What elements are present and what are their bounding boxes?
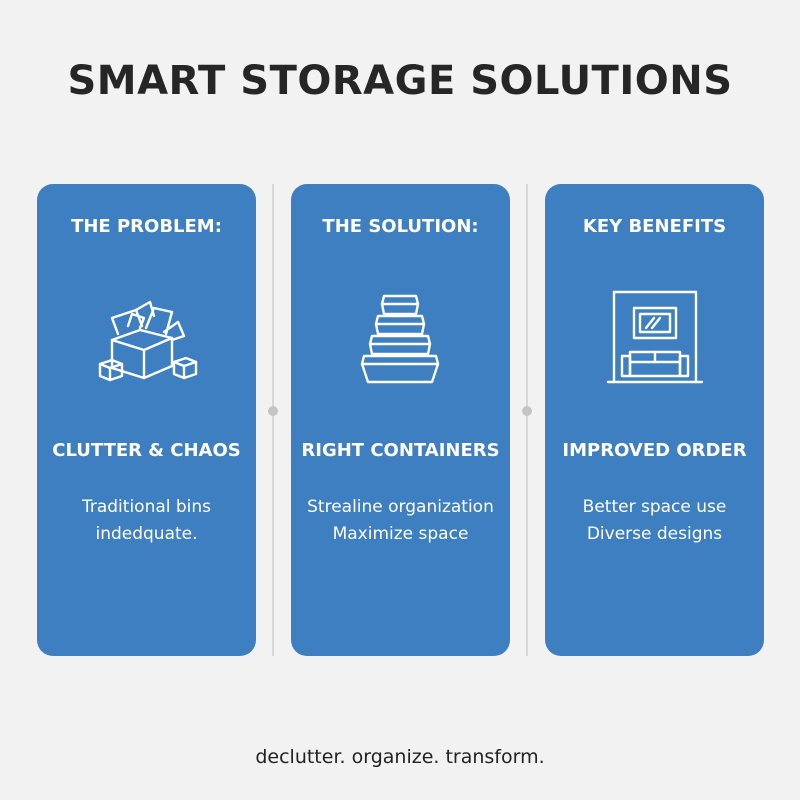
cluttered-boxes-icon bbox=[92, 282, 202, 392]
card-description: Traditional bins indedquate. bbox=[37, 494, 256, 548]
card-description-line: indedquate. bbox=[95, 524, 198, 544]
card-heading: THE SOLUTION: bbox=[322, 216, 479, 237]
card-subheading: IMPROVED ORDER bbox=[562, 440, 747, 461]
organized-room-icon bbox=[600, 282, 710, 392]
benefits-card: KEY BENEFITS IMPROVED ORDER Better space… bbox=[545, 184, 764, 656]
card-description-line: Maximize space bbox=[332, 524, 469, 544]
card-description-line: Strealine organization bbox=[307, 497, 494, 517]
card-description-line: Traditional bins bbox=[81, 497, 212, 517]
divider-dot bbox=[522, 406, 532, 416]
card-description-line: Diverse designs bbox=[586, 524, 723, 544]
page-title: SMART STORAGE SOLUTIONS bbox=[67, 58, 733, 104]
problem-card: THE PROBLEM: CLUTTER & CHAOS Traditional… bbox=[37, 184, 256, 656]
card-subheading: RIGHT CONTAINERS bbox=[301, 440, 500, 461]
card-description: Strealine organization Maximize space bbox=[291, 494, 510, 548]
card-heading: THE PROBLEM: bbox=[71, 216, 222, 237]
card-description: Better space use Diverse designs bbox=[545, 494, 764, 548]
card-heading: KEY BENEFITS bbox=[582, 216, 727, 237]
card-description-line: Better space use bbox=[582, 497, 727, 517]
card-subheading: CLUTTER & CHAOS bbox=[52, 440, 241, 461]
column-divider bbox=[268, 184, 278, 656]
column-divider bbox=[522, 184, 532, 656]
tagline: declutter. organize. transform. bbox=[255, 746, 545, 768]
divider-dot bbox=[268, 406, 278, 416]
solution-card: THE SOLUTION: RIGHT CONTAINERS Strealine… bbox=[291, 184, 510, 656]
stacked-containers-icon bbox=[346, 282, 456, 392]
